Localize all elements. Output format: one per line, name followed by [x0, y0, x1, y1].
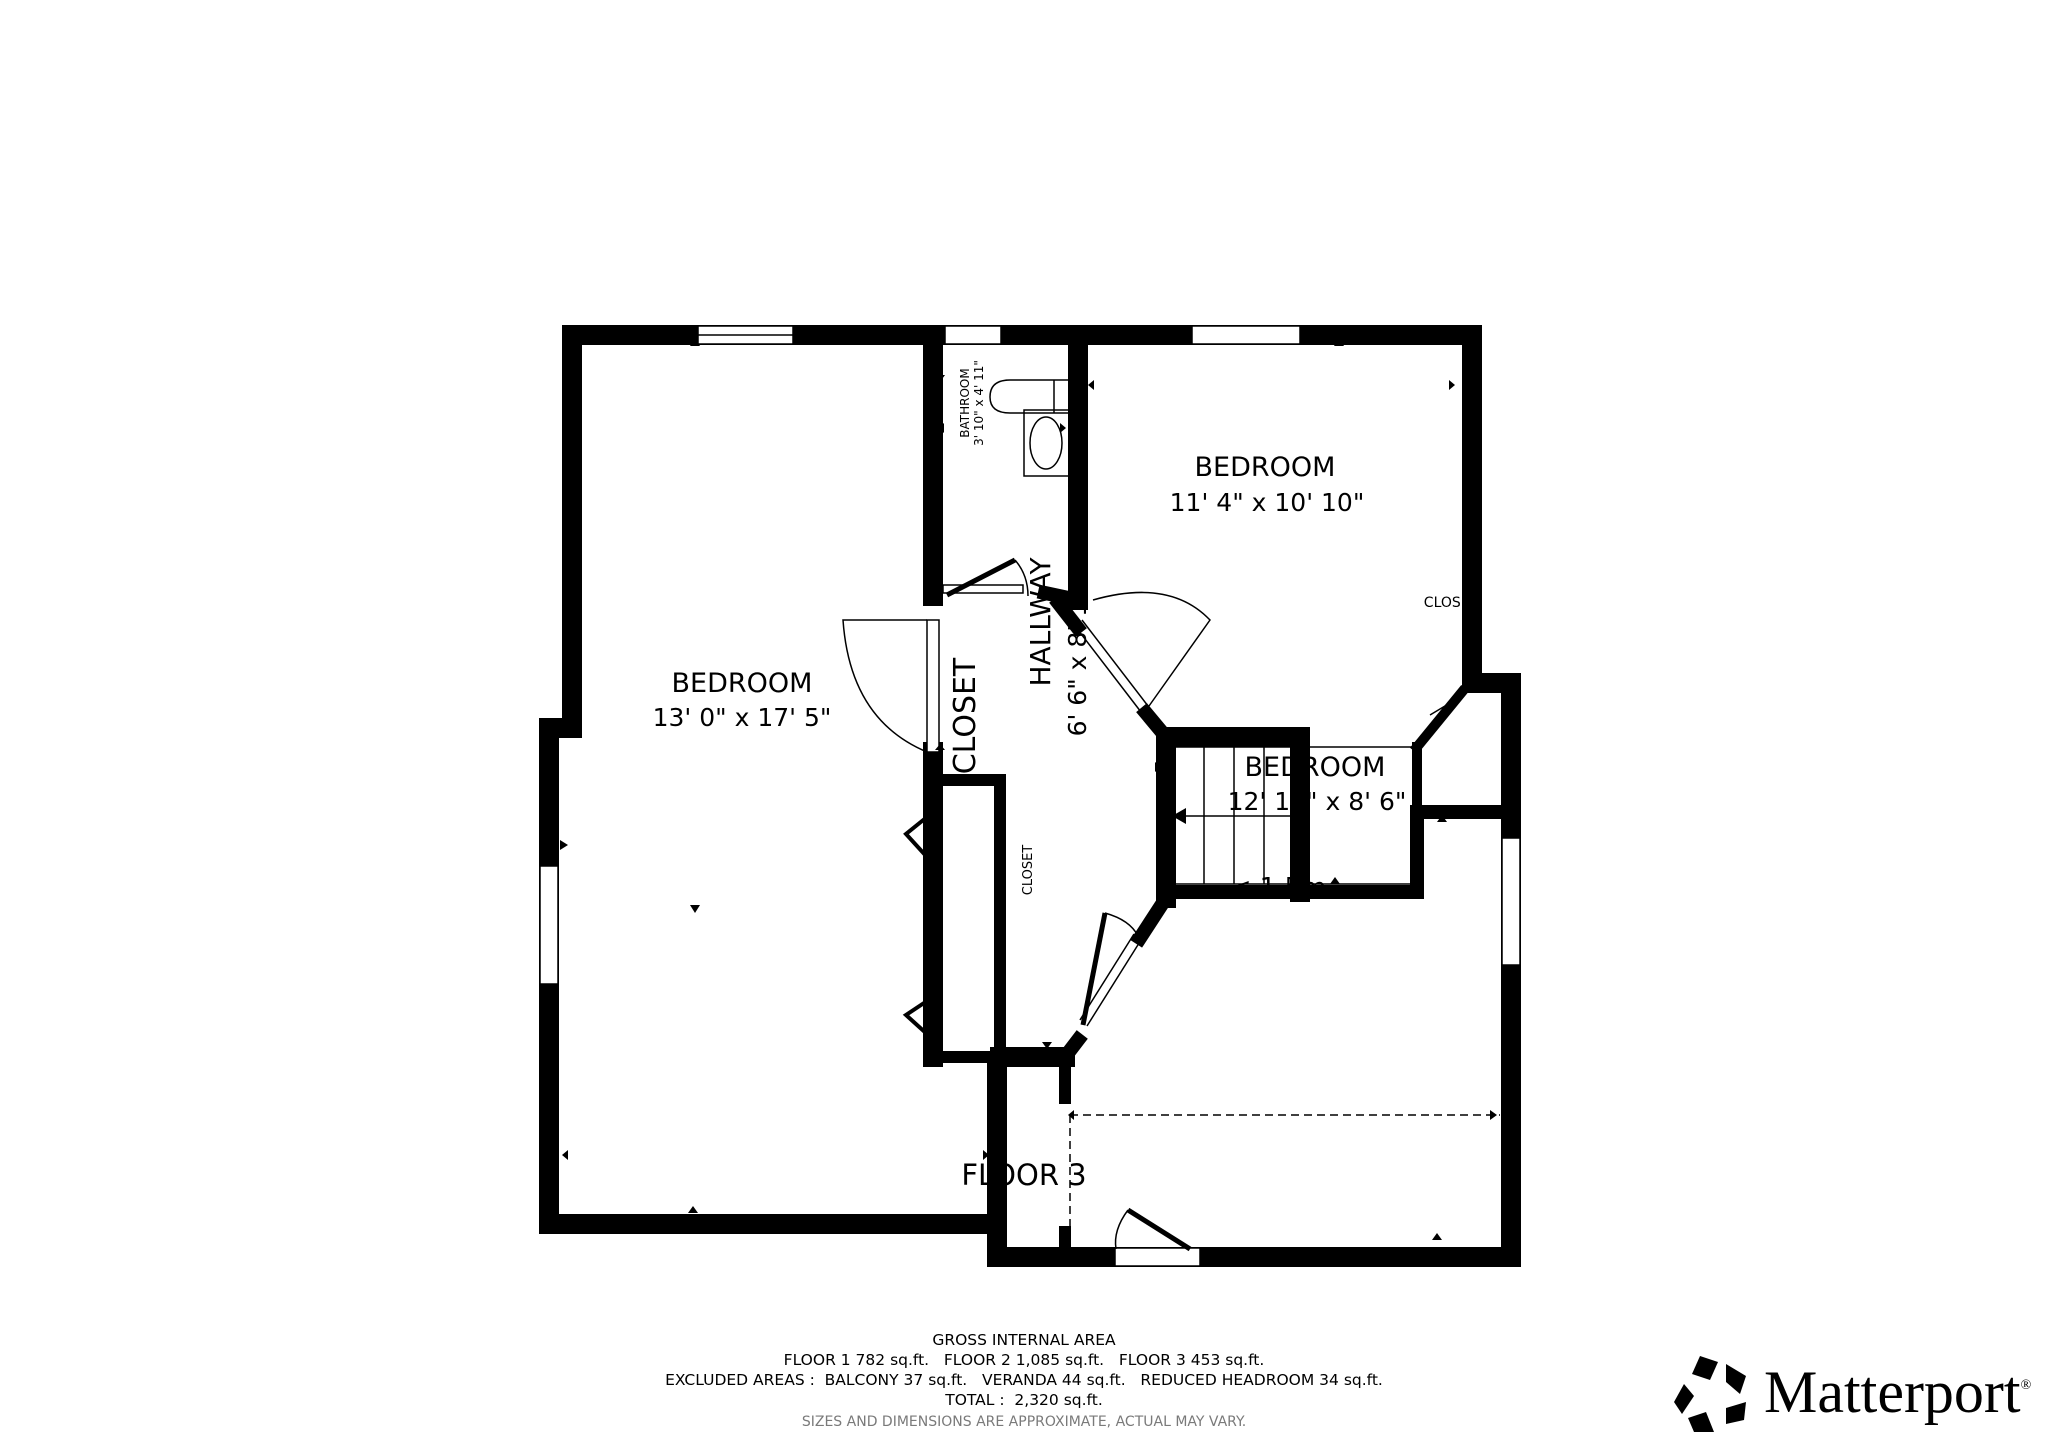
hall-closet-door — [1080, 912, 1108, 1026]
room-dimensions: 3' 10" x 4' 11" — [972, 360, 986, 446]
closet-door — [903, 815, 929, 859]
bath-door — [945, 557, 1017, 598]
room-name: HALLWAY — [1024, 557, 1057, 687]
room-dimensions: 13' 0" x 17' 5" — [653, 703, 832, 732]
room-name: BATHROOM — [958, 368, 972, 437]
room-name: CLOSET — [1021, 845, 1036, 896]
bedroom-door — [1092, 591, 1211, 707]
closet-door — [1429, 699, 1456, 731]
window — [1114, 1247, 1201, 1267]
window — [539, 865, 559, 985]
room-name: BEDROOM — [1245, 752, 1386, 783]
disclaimer: SIZES AND DIMENSIONS ARE APPROXIMATE, AC… — [801, 1414, 1247, 1430]
room-dimensions: 6' 6" x 8' 11" — [1063, 574, 1092, 737]
total-area: TOTAL : 2,320 sq.ft. — [945, 1391, 1103, 1409]
room-name: CLOSET — [1424, 595, 1479, 611]
closet-door — [902, 999, 929, 1036]
area-summary: GROSS INTERNAL AREA FLOOR 1 782 sq.ft. F… — [0, 1330, 2048, 1432]
window — [944, 325, 1002, 345]
closet-wall — [927, 774, 1006, 1063]
excluded-areas: EXCLUDED AREAS : BALCONY 37 sq.ft. VERAN… — [665, 1371, 1383, 1389]
matterport-logo: Matterport® — [1670, 1352, 2032, 1434]
logo-text: Matterport — [1764, 1359, 2021, 1425]
room-dimensions: 11' 4" x 10' 10" — [1170, 488, 1365, 517]
toilet — [989, 379, 1070, 414]
bedroom-door — [842, 619, 928, 753]
bedroom-door — [1126, 1207, 1192, 1252]
dimension-markers — [560, 338, 1497, 1240]
room-name: CLOSET — [948, 657, 983, 774]
room-dimensions: 12' 11" x 8' 6" — [1228, 787, 1407, 816]
matterport-pentagon-icon — [1674, 1356, 1746, 1432]
area-title: GROSS INTERNAL AREA — [932, 1331, 1116, 1349]
floor-label: FLOOR 3 — [961, 1158, 1087, 1192]
reduced-headroom-label: < 1.5m — [1230, 873, 1327, 903]
bath-door-threshold — [942, 584, 1024, 594]
room-name: BEDROOM — [672, 668, 813, 699]
registered-mark: ® — [2020, 1378, 2032, 1393]
floors-area: FLOOR 1 782 sq.ft. FLOOR 2 1,085 sq.ft. … — [783, 1351, 1265, 1369]
window — [1191, 325, 1301, 345]
window — [1501, 837, 1521, 966]
room-name: BEDROOM — [1195, 452, 1336, 483]
stairs-arrow-icon — [1172, 808, 1186, 824]
bathtub — [1023, 409, 1070, 477]
stairs — [1172, 746, 1416, 885]
